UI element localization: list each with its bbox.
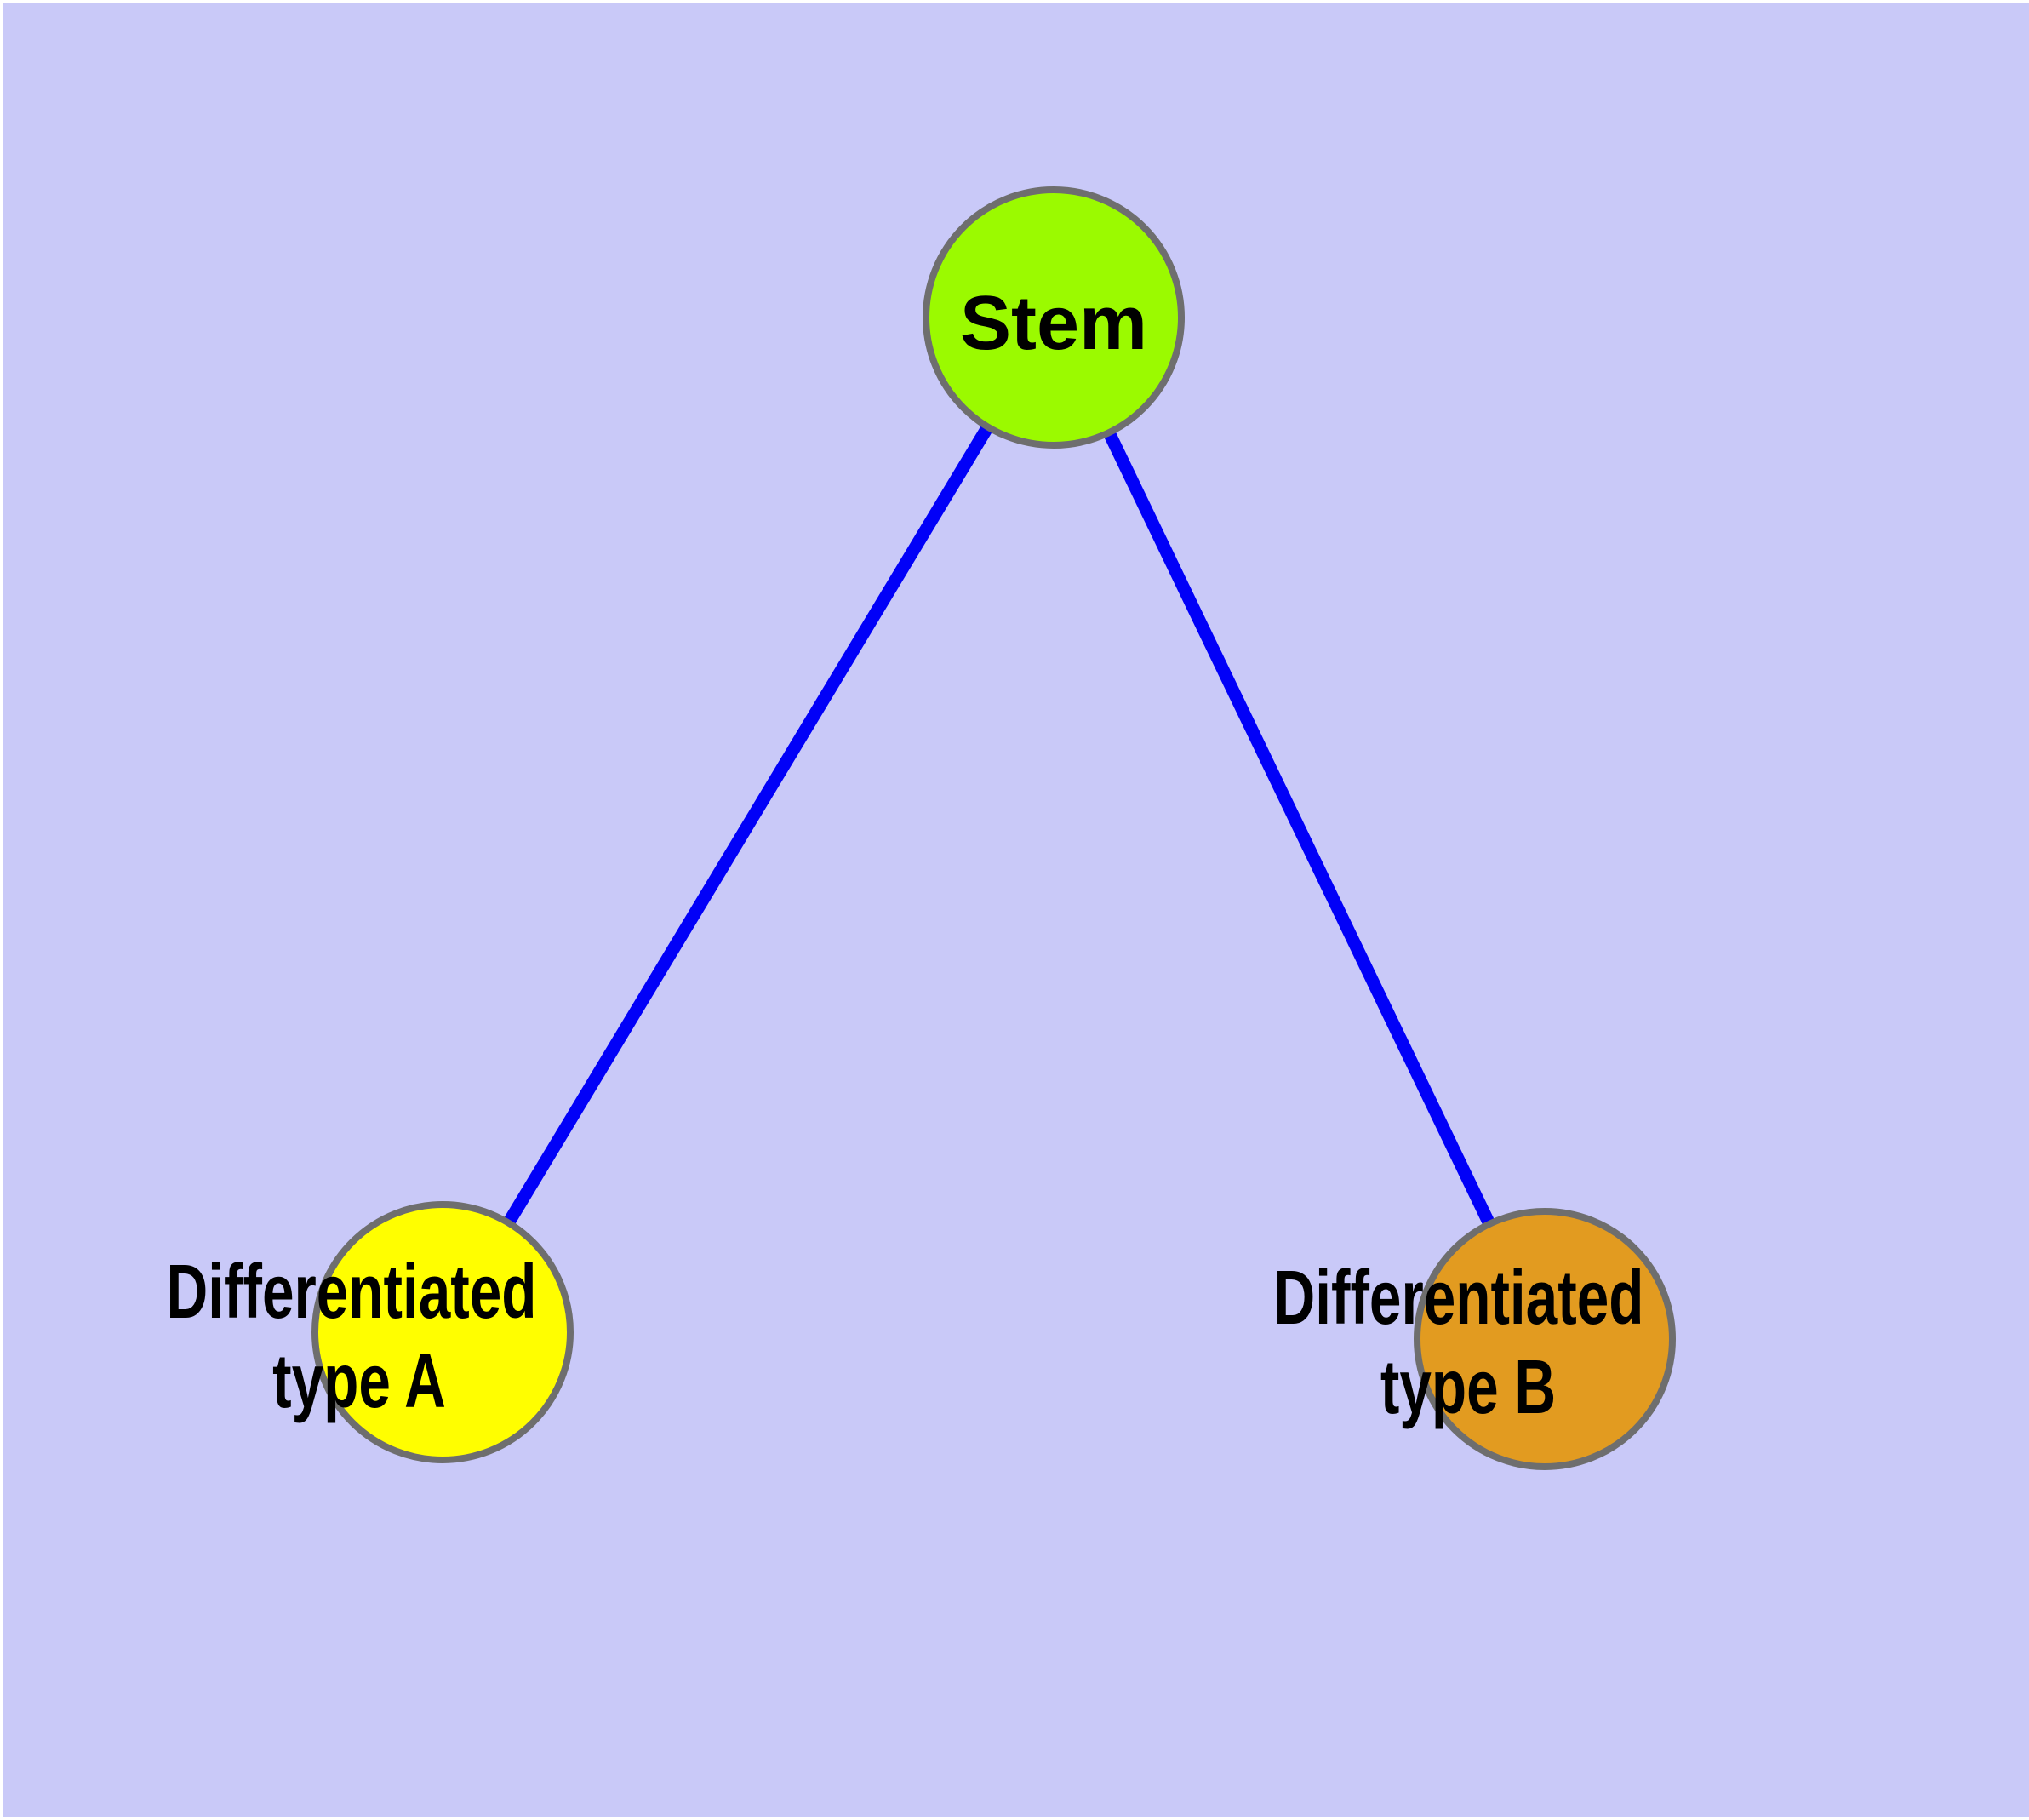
node-diff-b-label-line1: Differentiated xyxy=(1273,1255,1643,1341)
edge-stem-to-diff-b xyxy=(1048,314,1551,1342)
node-differentiated-type-a xyxy=(311,1201,574,1463)
node-diff-b-label-line2: type B xyxy=(1380,1344,1556,1430)
node-differentiated-type-b xyxy=(1414,1208,1676,1470)
node-stem xyxy=(923,186,1185,449)
node-diff-a-label-line1: Differentiated xyxy=(167,1249,537,1335)
node-diff-a-label-line2: type A xyxy=(272,1338,446,1424)
edge-stem-to-diff-a xyxy=(437,314,1060,1336)
node-stem-label: Stem xyxy=(960,281,1147,366)
